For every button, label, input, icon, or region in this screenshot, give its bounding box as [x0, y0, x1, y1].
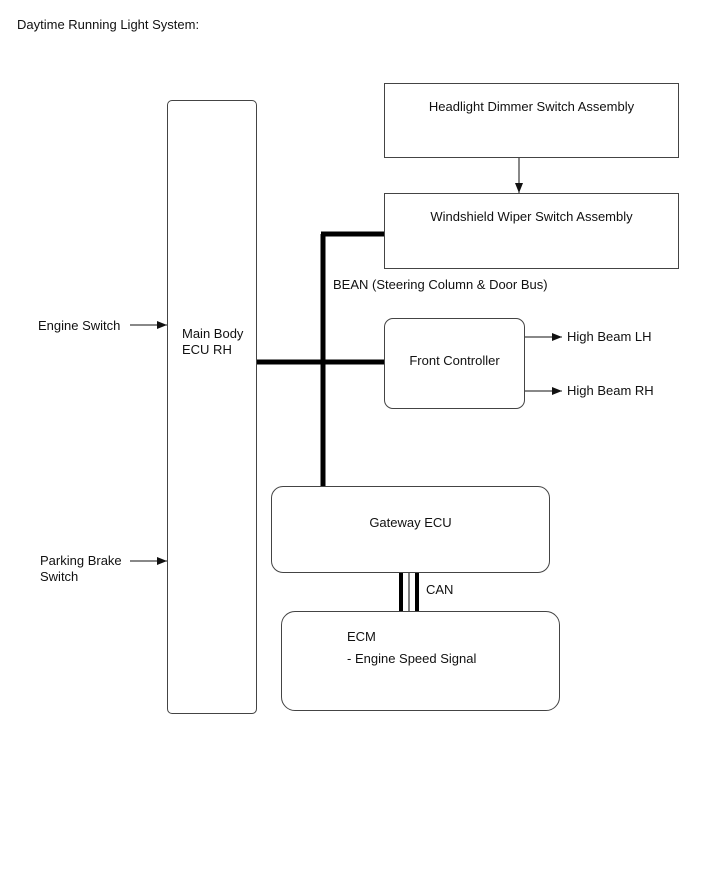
high-beam-lh-label: High Beam LH [567, 329, 652, 344]
gateway-ecu-box: Gateway ECU [271, 486, 550, 573]
ecm-label-line1: ECM [347, 629, 376, 644]
headlight-dimmer-switch-label: Headlight Dimmer Switch Assembly [428, 99, 635, 114]
high-beam-rh-label: High Beam RH [567, 383, 654, 398]
parking-brake-label-line1: Parking Brake [40, 553, 122, 568]
windshield-wiper-switch-label: Windshield Wiper Switch Assembly [430, 209, 633, 224]
gateway-ecu-label: Gateway ECU [369, 515, 452, 530]
main-body-ecu-label-line1: Main Body [182, 326, 244, 341]
engine-switch-label: Engine Switch [38, 318, 121, 333]
can-bus-lines [399, 572, 419, 611]
bean-bus-lines [256, 231, 385, 487]
bean-bus-label: BEAN (Steering Column & Door Bus) [333, 277, 548, 292]
front-controller-box: Front Controller [384, 318, 525, 409]
can-bus-label: CAN [426, 582, 454, 597]
main-body-ecu-label-line2: ECU RH [182, 342, 232, 357]
ecm-label-line2: - Engine Speed Signal [347, 651, 477, 666]
diagram-title: Daytime Running Light System: [17, 17, 200, 32]
windshield-wiper-switch-box: Windshield Wiper Switch Assembly [384, 193, 679, 269]
main-body-ecu-box: Main Body ECU RH [167, 100, 257, 714]
front-controller-label: Front Controller [409, 353, 500, 368]
headlight-dimmer-switch-box: Headlight Dimmer Switch Assembly [384, 83, 679, 158]
ecm-box: ECM - Engine Speed Signal [281, 611, 560, 711]
parking-brake-label-line2: Switch [40, 569, 79, 584]
